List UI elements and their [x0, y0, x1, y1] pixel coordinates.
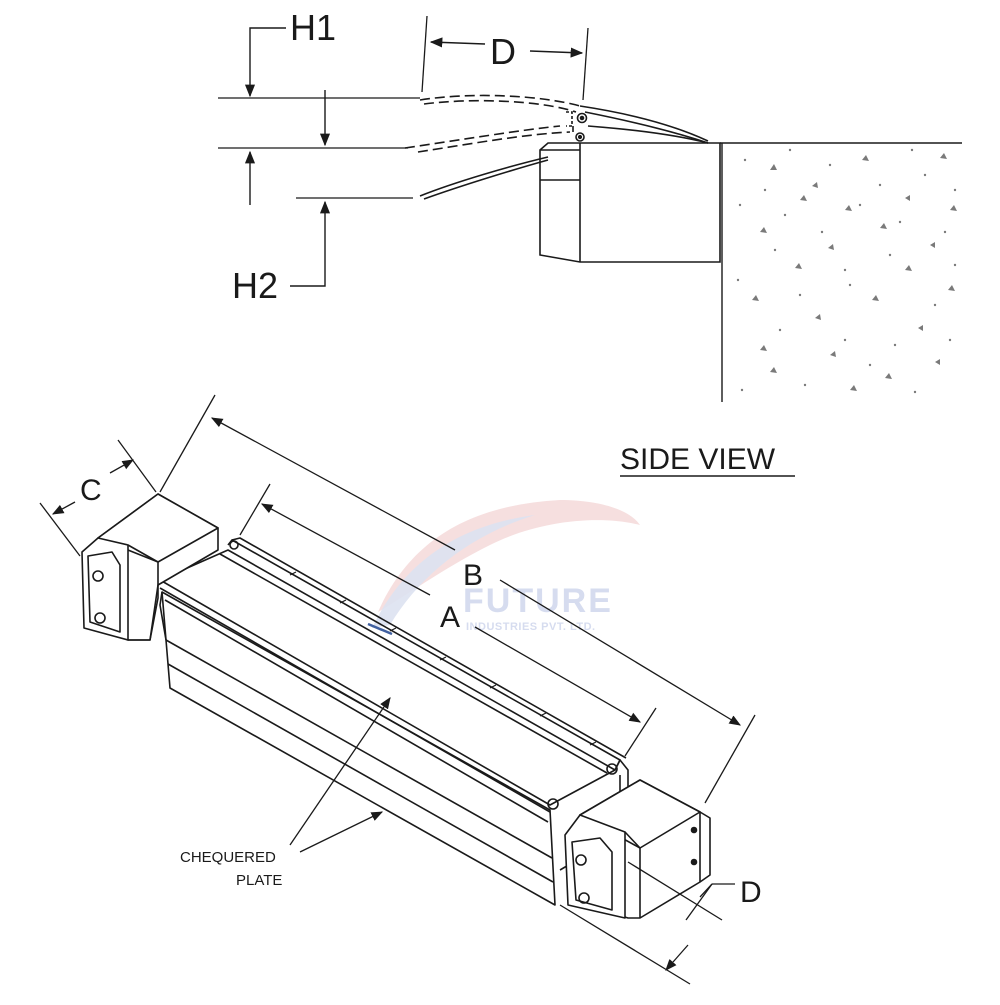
chequered-label-line2: PLATE: [236, 872, 282, 889]
company-watermark: FUTURE INDUSTRIES PVT. LTD.: [372, 500, 640, 633]
deck-lowered-solid: [419, 156, 549, 200]
watermark-subtitle: INDUSTRIES PVT. LTD.: [466, 621, 596, 633]
watermark-swoosh-blue: [372, 515, 535, 628]
a-label: A: [440, 601, 460, 634]
lip-hinge: [566, 111, 588, 142]
iso-d-label: D: [740, 876, 762, 909]
leveller-body-side: [539, 142, 721, 263]
side-view-caption: SIDE VIEW: [620, 443, 776, 476]
concrete-texture: [736, 148, 957, 394]
concrete-pit: [720, 142, 962, 402]
deck-level-dashed: [404, 125, 709, 153]
b-label: B: [463, 559, 483, 592]
chequered-leaders: [289, 697, 391, 853]
dimension-a: [239, 483, 657, 757]
deck-raised-dashed: [419, 94, 709, 144]
h2-label: H2: [232, 265, 278, 306]
left-bumper: [81, 493, 219, 641]
lip-length-dimension: [421, 15, 589, 101]
dimension-c: [39, 439, 157, 557]
chequered-label-line1: CHEQUERED: [180, 849, 276, 866]
watermark-brand: FUTURE: [463, 582, 613, 620]
right-bumper: [564, 779, 711, 919]
dimension-b: [159, 394, 756, 804]
c-label: C: [80, 474, 102, 507]
side-d-label: D: [490, 31, 516, 72]
dimension-d-iso: [559, 861, 735, 985]
side-view: [218, 15, 962, 402]
h1-label: H1: [290, 7, 336, 48]
height-dimensions: [218, 27, 420, 287]
isometric-view: [39, 394, 756, 985]
